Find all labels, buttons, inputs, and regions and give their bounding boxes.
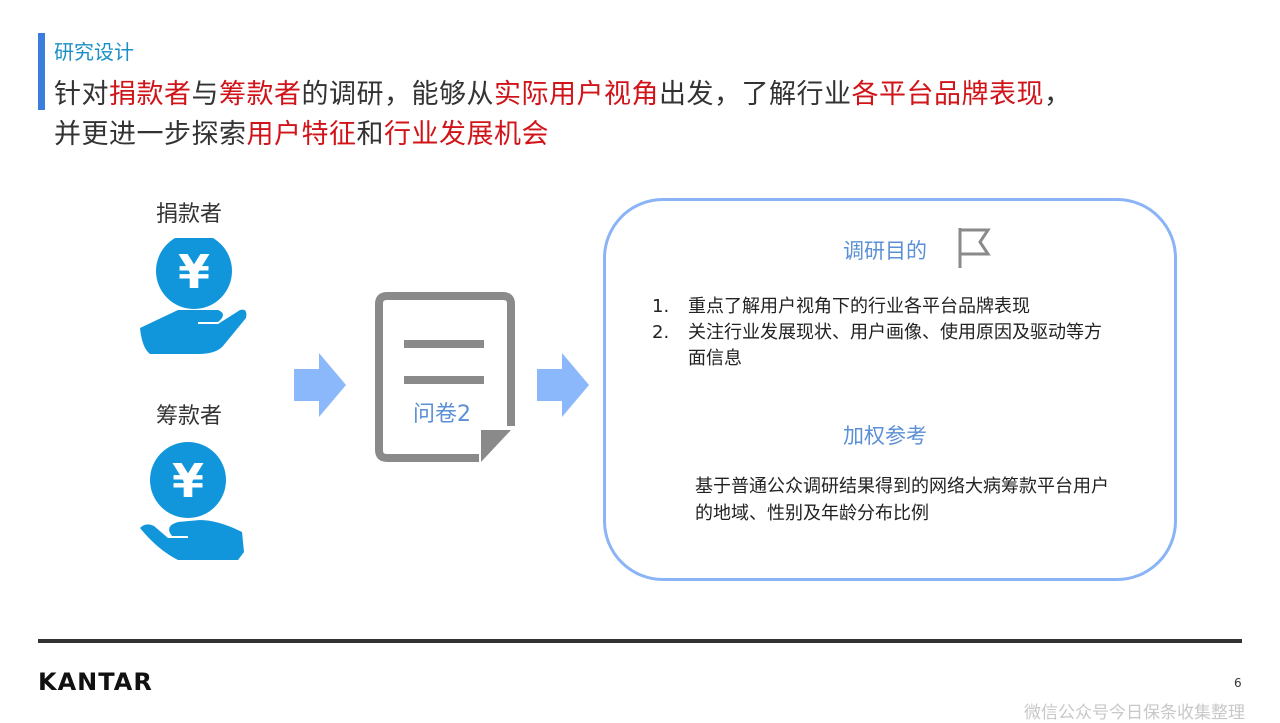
highlight-text: 捐款者 [109,79,192,110]
watermark: 微信公众号今日保条收集整理 [1024,703,1245,723]
headline-text: 出发，了解行业 [659,79,852,110]
headline-text: 针对 [54,79,109,110]
fundraiser-label: 筹款者 [156,404,223,429]
weight-text: 基于普通公众调研结果得到的网络大病筹款平台用户的地域、性别及年龄分布比例 [695,476,1109,524]
headline-text: 与 [191,79,219,110]
headline-line-2: 并更进一步探索用户特征和行业发展机会 [54,112,549,151]
highlight-text: 筹款者 [219,79,302,110]
headline-text: 的调研，能够从 [301,79,494,110]
kantar-logo: KANTAR [38,668,153,696]
item-number: 2. [652,322,670,343]
svg-text:¥: ¥ [172,454,204,508]
fundraiser-hand-coin-icon: ¥ [140,442,244,560]
highlight-text: 行业发展机会 [384,119,549,150]
section-accent-bar [38,33,45,110]
questionnaire-label: 问卷2 [413,402,471,427]
donor-hand-coin-icon: ¥ [140,238,247,354]
highlight-text: 各平台品牌表现 [851,79,1044,110]
headline-text: 并更进一步探索 [54,119,247,150]
donor-label: 捐款者 [156,202,223,227]
svg-text:¥: ¥ [178,245,210,299]
page-number: 6 [1234,676,1242,690]
purpose-title: 调研目的 [843,239,927,263]
purpose-item: 1. 重点了解用户视角下的行业各平台品牌表现 [652,294,1118,320]
headline-text: 和 [356,119,384,150]
purpose-item: 2. 关注行业发展现状、用户画像、使用原因及驱动等方面信息 [652,320,1118,372]
item-number: 1. [652,296,670,317]
footer-divider [38,639,1242,643]
highlight-text: 实际用户视角 [494,79,659,110]
arrow-right-icon [537,353,589,417]
weight-title: 加权参考 [843,424,927,448]
arrow-right-icon [294,353,346,417]
section-label: 研究设计 [54,40,134,64]
headline-line-1: 针对捐款者与筹款者的调研，能够从实际用户视角出发，了解行业各平台品牌表现， [54,72,1072,111]
purpose-list: 1. 重点了解用户视角下的行业各平台品牌表现 2. 关注行业发展现状、用户画像、使用… [652,294,1118,372]
flag-icon [958,228,991,268]
headline-text: ， [1044,79,1072,110]
research-info-panel [603,198,1177,581]
item-text: 重点了解用户视角下的行业各平台品牌表现 [688,296,1030,317]
questionnaire-document-icon [375,292,515,462]
item-text: 关注行业发展现状、用户画像、使用原因及驱动等方面信息 [688,322,1102,369]
highlight-text: 用户特征 [246,119,357,150]
